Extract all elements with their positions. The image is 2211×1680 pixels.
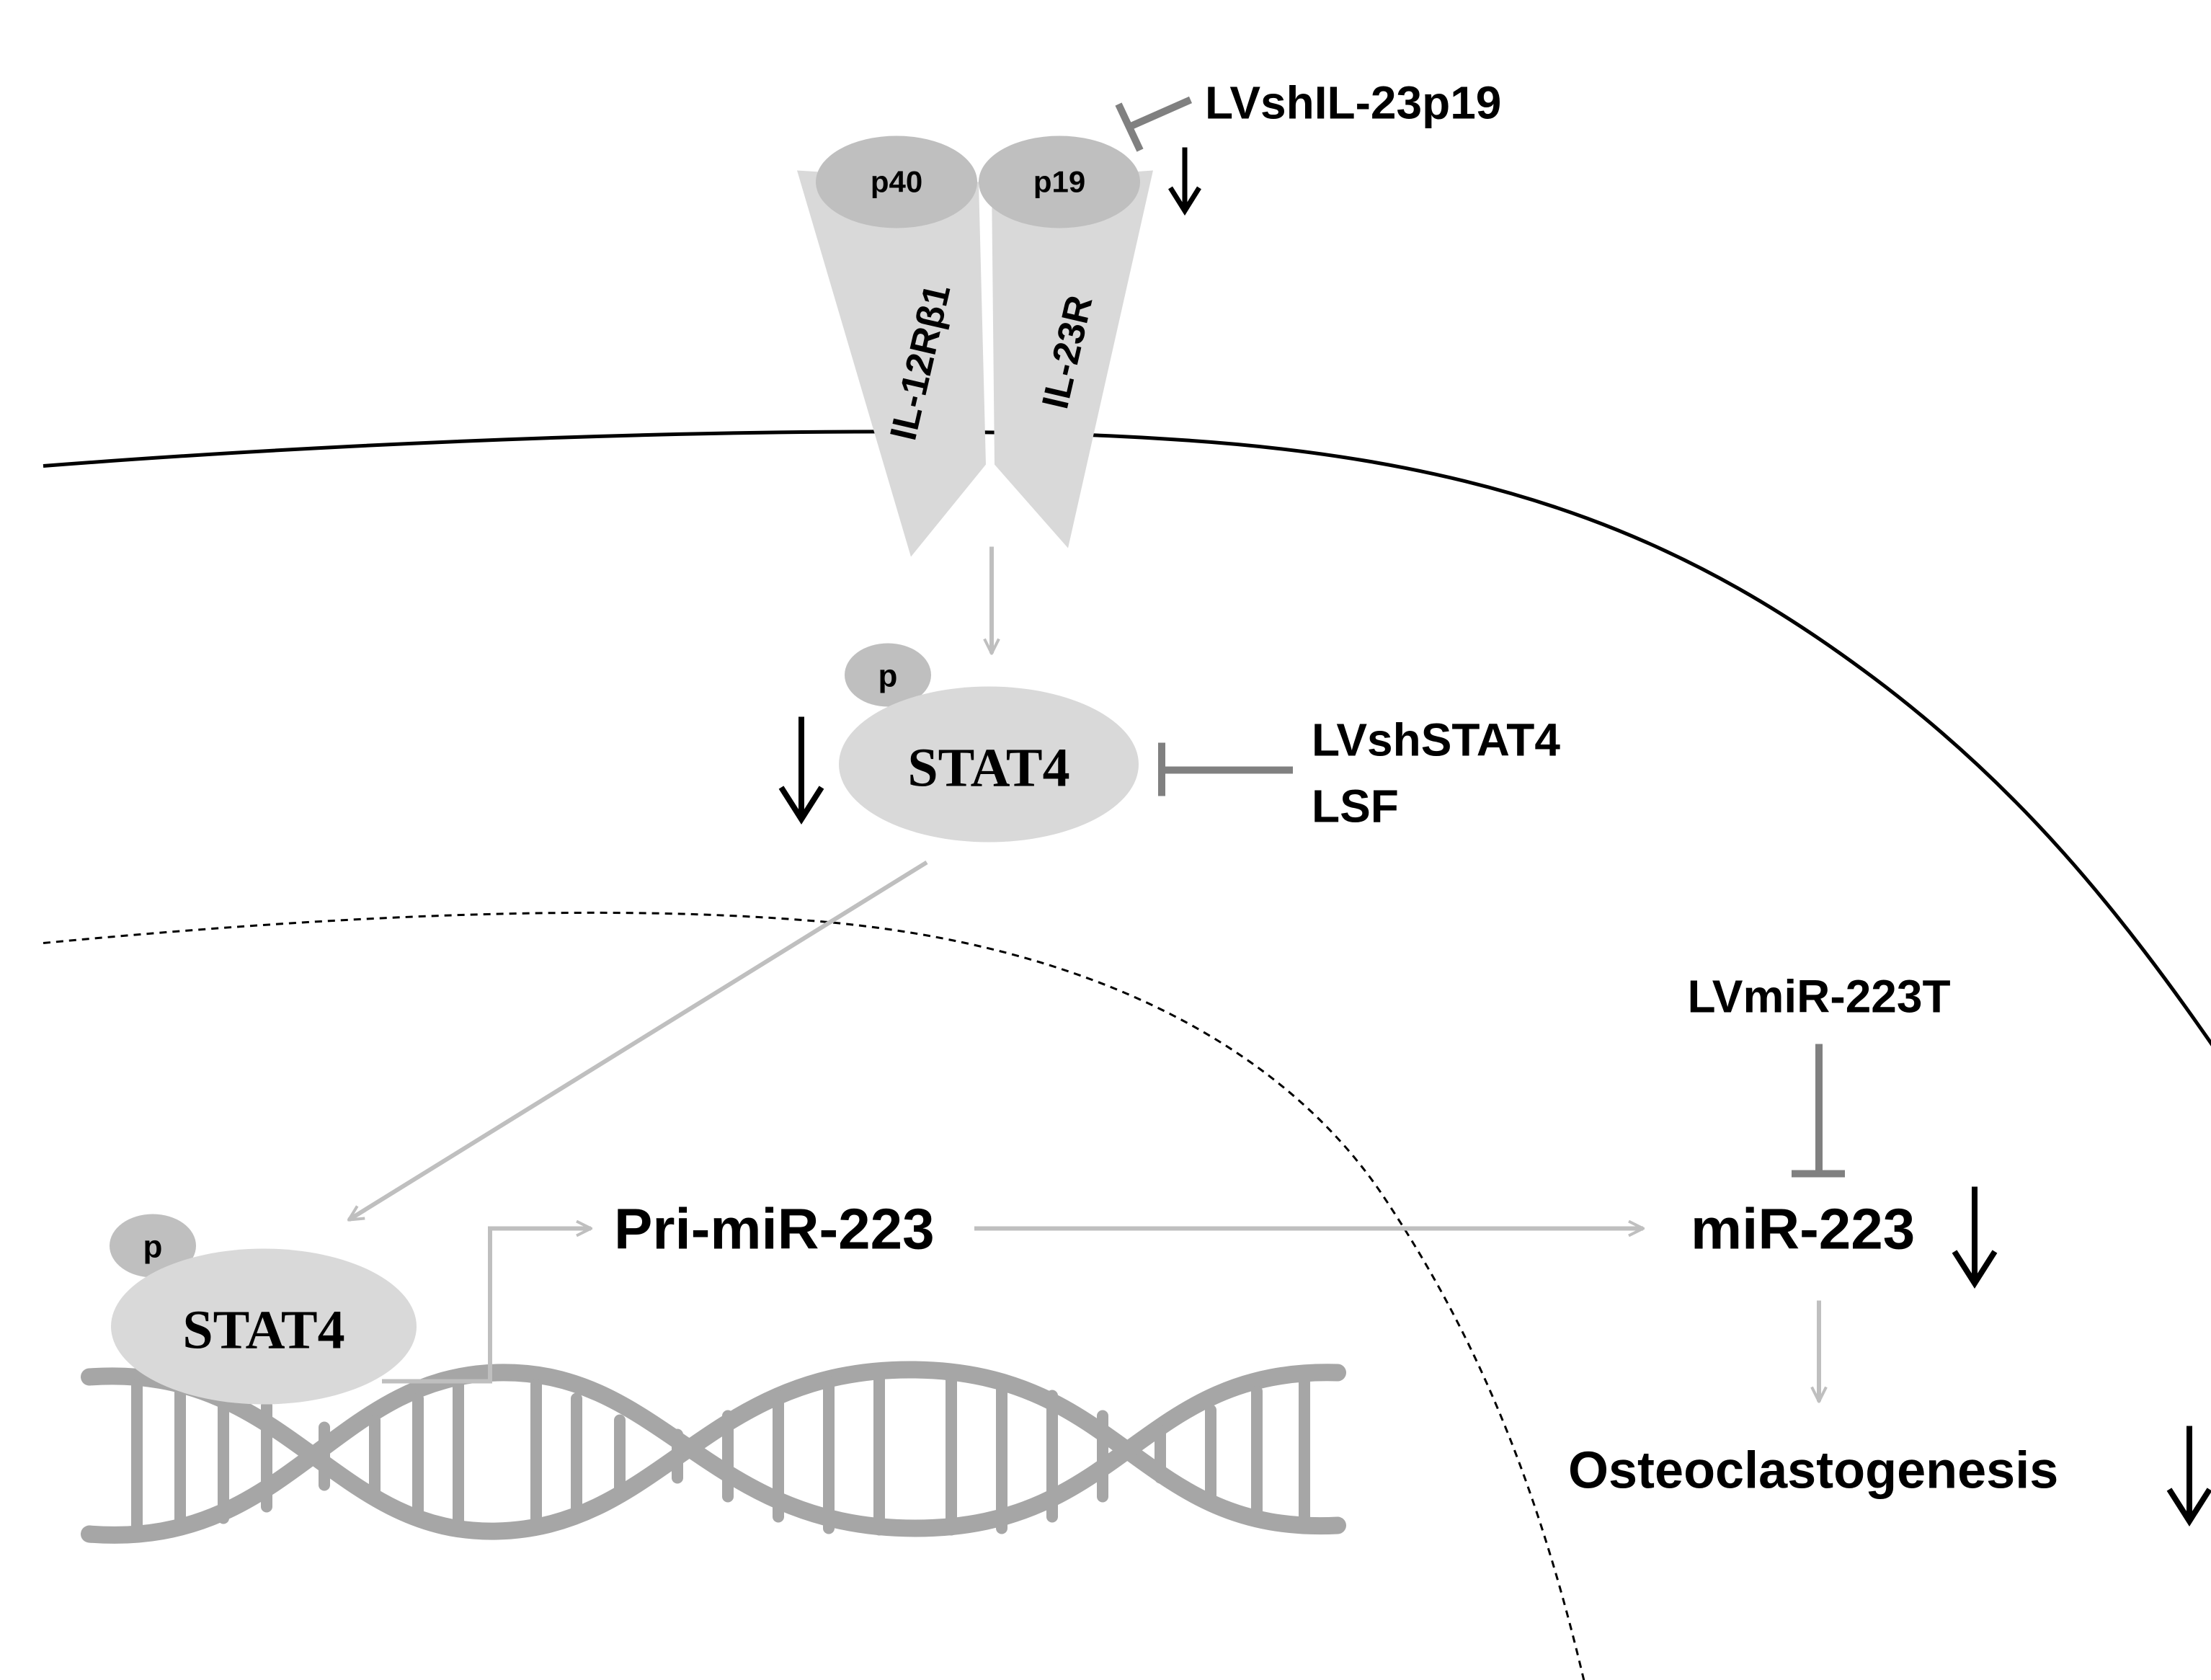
phospho-bottom-label: p [143,1230,163,1265]
stat4-bottom-label: STAT4 [182,1300,344,1361]
down-arrow-icon [2166,1426,2211,1526]
p40-subunit [816,135,977,228]
phospho-top [845,643,931,707]
stat4-nucleus [111,1248,417,1405]
down-arrow-icon [778,716,824,825]
nuclear-membrane [43,911,1585,1680]
outcome-label: Osteoclastogenesis [1568,1442,2058,1500]
p40-label: p40 [871,165,922,199]
phospho-top-label: p [878,659,898,694]
arrow-stat4-to-nucleus [349,860,928,1222]
phospho-bottom [110,1214,196,1278]
cell-membrane [43,430,2211,1046]
il23r-receptor [992,170,1153,548]
il12rb1-receptor [797,170,986,557]
inhibit-bar-top [1115,102,1144,152]
inhibitor-mid-label-2: LSF [1312,781,1399,832]
inhibitor-top-label: LVshIL-23p19 [1205,77,1501,129]
dna-helix [81,1361,1346,1544]
stat4-top-label: STAT4 [907,738,1069,799]
inhibit-line-top [1126,96,1193,131]
p19-subunit [979,135,1140,228]
pri-mir-label: Pri-miR-223 [614,1197,935,1261]
p19-label: p19 [1033,165,1085,199]
down-arrow-icon [1168,147,1201,216]
down-arrow-icon [1952,1186,1998,1289]
inhibitor-right-label: LVmiR-223T [1687,971,1950,1023]
mir-label: miR-223 [1691,1197,1915,1261]
inhibitor-mid-label-1: LVshSTAT4 [1312,714,1560,766]
arrow-transcription [382,1229,591,1384]
stat4-cytoplasm [839,686,1139,843]
